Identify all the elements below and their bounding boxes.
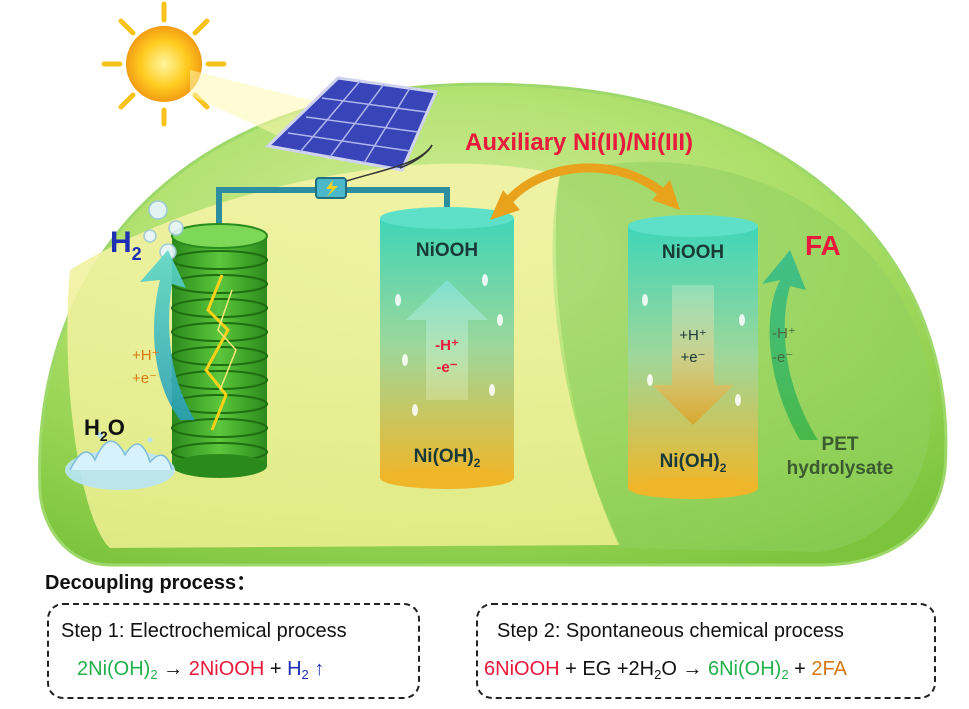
cathode-e-label: +e⁻ bbox=[132, 370, 157, 387]
step2-box bbox=[476, 603, 936, 699]
water-splash-icon bbox=[65, 432, 175, 490]
step2-equation: 6NiOOH + EG +2H2O → 6Ni(OH)2 + 2FA bbox=[484, 658, 847, 682]
h2-label: H2 bbox=[110, 226, 142, 264]
right-e-label: -e⁻ bbox=[772, 349, 793, 366]
h2-evolution-arrow bbox=[140, 250, 195, 420]
process-heading: Decoupling process： bbox=[45, 572, 257, 594]
cyl2-bottom-label: Ni(OH)2 bbox=[660, 451, 727, 475]
cyl2-top-label: NiOOH bbox=[662, 242, 724, 263]
auxiliary-cycle-arrow bbox=[490, 163, 680, 220]
cyl1-h-label: -H⁺ bbox=[435, 337, 459, 354]
right-h-label: -H⁺ bbox=[772, 325, 796, 342]
cyl1-e-label: -e⁻ bbox=[436, 359, 457, 376]
h2o-label: H2O bbox=[84, 415, 125, 444]
auxiliary-label: Auxiliary Ni(II)/Ni(III) bbox=[465, 129, 693, 156]
pet-label-line2: hydrolysate bbox=[787, 458, 894, 479]
solar-panel-icon bbox=[264, 76, 439, 172]
sun-icon bbox=[101, 1, 227, 127]
step2-title: Step 2: Spontaneous chemical process bbox=[497, 620, 844, 642]
cyl1-bottom-label: Ni(OH)2 bbox=[414, 446, 481, 470]
droplets bbox=[395, 274, 503, 416]
pet-label-line1: PET bbox=[822, 434, 859, 455]
electrode-stack bbox=[171, 223, 268, 478]
cathode-h-label: +H⁺ bbox=[132, 347, 160, 364]
cyl2-e-label: +e⁻ bbox=[680, 349, 705, 366]
oxidation-arrow bbox=[406, 280, 488, 400]
step1-title: Step 1: Electrochemical process bbox=[61, 620, 347, 642]
lightning-icon bbox=[204, 274, 230, 431]
fa-formation-arrow bbox=[762, 250, 818, 440]
reduction-arrow bbox=[652, 285, 734, 425]
step1-box bbox=[47, 603, 420, 699]
fa-label: FA bbox=[805, 230, 841, 261]
cyl1-top-label: NiOOH bbox=[416, 240, 478, 261]
cyl2-h-label: +H⁺ bbox=[679, 327, 707, 344]
step1-equation: 2Ni(OH)2 → 2NiOOH + H2 ↑ bbox=[77, 658, 325, 682]
